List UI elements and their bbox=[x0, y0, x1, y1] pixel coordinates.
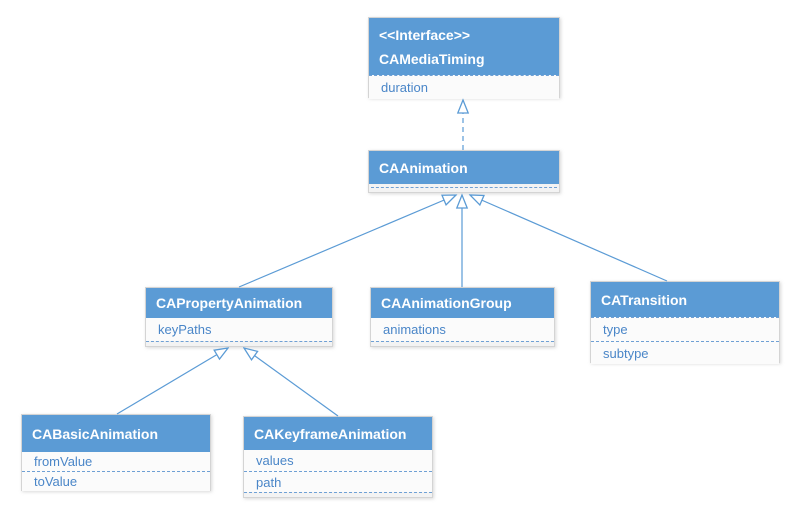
class-cakeyframeanimation-empty-section bbox=[244, 492, 432, 497]
class-capropertyanimation-empty-section bbox=[146, 341, 332, 346]
class-catransition: CATransition type subtype bbox=[590, 281, 780, 364]
generalization-catransition-to-caanimation bbox=[470, 195, 668, 282]
class-catransition-header: CATransition bbox=[591, 282, 779, 317]
class-caanimation-title: CAAnimation bbox=[379, 159, 468, 176]
class-camediatiming-title: CAMediaTiming bbox=[379, 50, 485, 67]
class-cabasicanimation: CABasicAnimation fromValue toValue bbox=[21, 414, 211, 491]
class-caanimation: CAAnimation bbox=[368, 150, 560, 193]
class-camediatiming: <<Interface>> CAMediaTiming duration bbox=[368, 17, 560, 99]
attribute-subtype: subtype bbox=[591, 341, 779, 364]
generalization-cakeyframeanimation-to-capropertyanimation bbox=[244, 348, 339, 417]
class-capropertyanimation-header: CAPropertyAnimation bbox=[146, 288, 332, 318]
generalization-cabasicanimation-to-capropertyanimation bbox=[116, 348, 228, 415]
attribute-values: values bbox=[244, 450, 432, 471]
attribute-animations: animations bbox=[371, 318, 554, 341]
class-caanimation-empty-section bbox=[369, 184, 559, 192]
attribute-fromvalue: fromValue bbox=[22, 452, 210, 471]
class-camediatiming-stereotype: <<Interface>> bbox=[379, 26, 471, 43]
attribute-type: type bbox=[591, 317, 779, 341]
attribute-duration: duration bbox=[369, 75, 559, 99]
class-cakeyframeanimation-header: CAKeyframeAnimation bbox=[244, 417, 432, 450]
class-capropertyanimation-title: CAPropertyAnimation bbox=[156, 295, 303, 311]
generalization-capropertyanimation-to-caanimation bbox=[238, 195, 456, 288]
class-caanimation-header: CAAnimation bbox=[369, 151, 559, 184]
attribute-path: path bbox=[244, 471, 432, 492]
class-cabasicanimation-header: CABasicAnimation bbox=[22, 415, 210, 452]
attribute-keypaths: keyPaths bbox=[146, 318, 332, 341]
class-caanimationgroup-empty-section bbox=[371, 341, 554, 346]
attribute-tovalue: toValue bbox=[22, 471, 210, 491]
class-capropertyanimation: CAPropertyAnimation keyPaths bbox=[145, 287, 333, 347]
class-cabasicanimation-title: CABasicAnimation bbox=[32, 425, 159, 442]
class-caanimationgroup-title: CAAnimationGroup bbox=[381, 295, 512, 311]
class-camediatiming-header: <<Interface>> CAMediaTiming bbox=[369, 18, 559, 75]
class-catransition-title: CATransition bbox=[601, 291, 688, 308]
class-caanimationgroup: CAAnimationGroup animations bbox=[370, 287, 555, 347]
class-cakeyframeanimation-title: CAKeyframeAnimation bbox=[254, 425, 407, 442]
class-cakeyframeanimation: CAKeyframeAnimation values path bbox=[243, 416, 433, 498]
class-caanimationgroup-header: CAAnimationGroup bbox=[371, 288, 554, 318]
